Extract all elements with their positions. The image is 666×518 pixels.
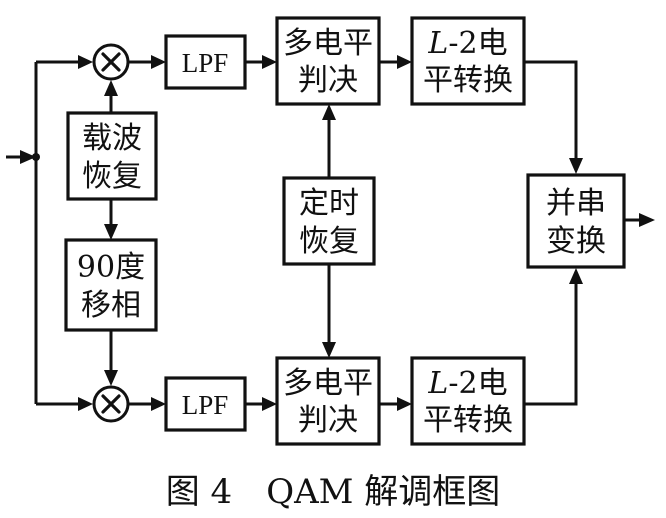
top-converter-to-ps-arrowhead [569, 158, 583, 174]
bottom-mixer [92, 385, 130, 423]
bottom-mixer-in-arrowhead [78, 397, 93, 411]
bottom-converter-to-ps-arrowhead [569, 268, 583, 284]
carrier-recovery-line2: 恢复 [82, 159, 142, 194]
carrier-recovery-box [66, 111, 158, 201]
carrier-to-top-mixer-arrowhead [104, 80, 118, 96]
phase-shift-line1: 90度 [77, 250, 145, 285]
converter-bottom-line1: L-2电 [427, 366, 507, 401]
phase-to-bottom-mixer-arrowhead [104, 370, 118, 386]
converter-top-line1: L-2电 [427, 26, 507, 61]
input-junction [32, 153, 40, 161]
carrier-to-phase-arrowhead [104, 224, 118, 240]
figure-caption: 图 4 QAM 解调框图 [166, 472, 501, 512]
lpf-top-box [164, 34, 247, 90]
top-mixer [92, 43, 130, 81]
decision-bottom-line2: 判决 [298, 403, 358, 438]
timing-recovery-line1: 定时 [299, 186, 359, 221]
lpf-top-block: LPF [164, 34, 247, 90]
converter-top-var: L [427, 26, 448, 61]
lpf-bottom-box [164, 376, 247, 432]
input-arrowhead [20, 150, 36, 164]
timing-to-top-decision-arrowhead [322, 104, 336, 120]
phase-shift-block: 90度 移相 [64, 238, 158, 332]
par-to-serial-line1: 并串 [546, 186, 606, 221]
carrier-recovery-line1: 载波 [82, 121, 142, 156]
converter-bottom-line2: 平转换 [423, 403, 513, 438]
decision-top-block: 多电平 判决 [275, 16, 381, 106]
bottom-converter-to-ps [524, 282, 578, 406]
phase-shift-box [64, 238, 158, 332]
bottom-lpf-to-decision-arrowhead [262, 397, 277, 411]
converter-bottom-box [410, 356, 526, 446]
converter-top-block: L-2电 平转换 [410, 16, 526, 106]
converter-bottom-block: L-2电 平转换 [410, 356, 526, 446]
converter-bottom-var: L [427, 366, 448, 401]
lpf-top-label: LPF [182, 48, 229, 78]
converter-top-line1-rest: -2电 [448, 26, 507, 61]
top-mixer-cross-b [101, 52, 121, 72]
timing-recovery-block: 定时 恢复 [282, 176, 376, 266]
par-to-serial-box [526, 173, 626, 269]
converter-top-line2: 平转换 [423, 63, 513, 98]
decision-bottom-block: 多电平 判决 [275, 356, 381, 446]
decision-top-line2: 判决 [298, 63, 358, 98]
phase-shift-line2: 移相 [81, 288, 141, 323]
par-to-serial-block: 并串 变换 [526, 173, 626, 269]
converter-top-box [410, 16, 526, 106]
lpf-bottom-block: LPF [164, 376, 247, 432]
converter-bottom-line1-rest: -2电 [448, 366, 507, 401]
top-mixer-in-arrowhead [78, 55, 93, 69]
signal-wires [6, 55, 655, 411]
decision-bottom-line1: 多电平 [283, 366, 373, 401]
timing-recovery-box [282, 176, 376, 266]
carrier-recovery-block: 载波 恢复 [66, 111, 158, 201]
top-lpf-to-decision-arrowhead [262, 55, 277, 69]
bottom-mixer-to-lpf-arrowhead [151, 397, 166, 411]
decision-top-box [275, 16, 381, 106]
top-decision-to-converter-arrowhead [397, 55, 412, 69]
timing-to-bottom-decision-arrowhead [322, 342, 336, 358]
top-converter-to-ps [524, 60, 578, 160]
par-to-serial-line2: 变换 [546, 224, 606, 259]
bottom-decision-to-converter-arrowhead [397, 397, 412, 411]
bottom-mixer-cross-b [101, 394, 121, 414]
decision-top-line1: 多电平 [283, 26, 373, 61]
output-arrowhead [639, 213, 655, 227]
top-mixer-to-lpf-arrowhead [151, 55, 166, 69]
lpf-bottom-label: LPF [182, 390, 229, 420]
decision-bottom-box [275, 356, 381, 446]
timing-recovery-line2: 恢复 [299, 224, 359, 259]
